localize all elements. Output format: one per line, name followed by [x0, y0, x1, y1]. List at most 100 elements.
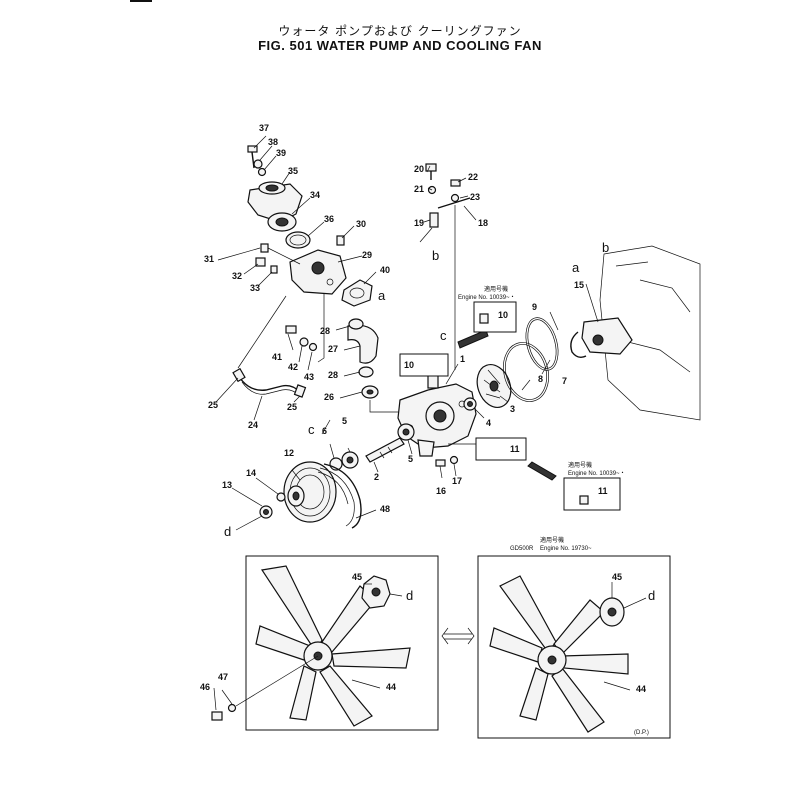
callout-24: 24: [248, 420, 258, 430]
connector-a-left: a: [378, 288, 386, 303]
connector-b-left: b: [432, 248, 439, 263]
note3-apply: 適用号機: [540, 536, 564, 544]
title-japanese: ウォータ ポンプおよび クーリングファン: [278, 24, 522, 38]
callout-15: 15: [574, 280, 584, 290]
note2-apply: 適用号機: [568, 461, 592, 469]
gasket-36: [285, 231, 311, 249]
washer-43: [308, 342, 318, 352]
washer-33: [270, 265, 278, 274]
corner-mark: [130, 0, 152, 2]
callout-26: 26: [324, 392, 334, 402]
belt-48-outer: [323, 463, 362, 529]
callout-41: 41: [272, 352, 282, 362]
callout-21: 21: [414, 184, 424, 194]
callout-4: 4: [486, 418, 491, 428]
bolt-20: [425, 163, 437, 172]
shaft-2-part: [365, 437, 405, 463]
bolt-46: [211, 711, 223, 721]
callout-43: 43: [304, 372, 314, 382]
callout-44a: 44: [386, 682, 396, 692]
callout-27: 27: [328, 344, 338, 354]
callout-8: 8: [538, 374, 543, 384]
callout-18: 18: [478, 218, 488, 228]
callout-45b: 45: [612, 572, 622, 582]
callout-box-10: [399, 353, 449, 377]
leader-lines: [213, 135, 647, 711]
connector-d-pulley: d: [224, 524, 231, 539]
callout-6: 6: [322, 426, 327, 436]
callout-17: 17: [452, 476, 462, 486]
callout-box-11: [475, 437, 527, 461]
callout-39: 39: [276, 148, 286, 158]
bracket-18: [437, 197, 471, 209]
plate-15-part: [581, 317, 633, 355]
callout-5a: 5: [342, 416, 347, 426]
callout-38: 38: [268, 137, 278, 147]
washer-23: [450, 193, 460, 203]
callout-46: 46: [200, 682, 210, 692]
callout-9: 9: [532, 302, 537, 312]
callout-22: 22: [468, 172, 478, 182]
gasket-7: [525, 317, 559, 371]
water-pump-body-1: [397, 369, 477, 457]
arrow-to-note-2: [527, 461, 557, 481]
elbow-26-part: [361, 385, 379, 399]
belt-48-inner2: [317, 471, 349, 505]
o-ring-8: [503, 342, 549, 402]
callout-47: 47: [218, 672, 228, 682]
bolt-22: [450, 179, 461, 187]
bolt-46-guide: [235, 655, 319, 707]
callout-7: 7: [562, 376, 567, 386]
bolt-16: [435, 459, 446, 467]
plug-30: [336, 235, 345, 246]
callout-45a: 45: [352, 572, 362, 582]
callout-35: 35: [288, 166, 298, 176]
bearing-5b-hole: [346, 456, 354, 464]
callout-23: 23: [470, 192, 480, 202]
callout-13: 13: [222, 480, 232, 490]
washer-42: [299, 337, 309, 347]
callout-28b: 28: [328, 370, 338, 380]
callout-33: 33: [250, 283, 260, 293]
interchange-arrow: [441, 627, 475, 645]
washer-14: [276, 492, 286, 502]
nut-13-hole: [263, 509, 269, 515]
callout-40: 40: [380, 265, 390, 275]
thermostat-cover-part: [247, 181, 303, 223]
callout-36: 36: [324, 214, 334, 224]
callout-5b: 5: [408, 454, 413, 464]
connector-d-left-fan: d: [406, 588, 413, 603]
gasket-36-inner: [289, 234, 307, 246]
callout-44b: 44: [636, 684, 646, 694]
clamp-28-lower: [358, 366, 374, 378]
bolt-32: [255, 257, 266, 267]
figure-title: FIG. 501 WATER PUMP AND COOLING FAN: [258, 38, 542, 53]
callout-11a: 11: [510, 444, 520, 454]
washer-17: [449, 455, 459, 465]
fan-pulley-12: [283, 461, 337, 523]
callout-2: 2: [374, 472, 379, 482]
callout-32: 32: [232, 271, 242, 281]
spacer-45-right: [599, 597, 625, 627]
washer-39: [257, 167, 267, 177]
connector-a-right: a: [572, 260, 580, 275]
cooling-fan-44-right: [489, 575, 629, 733]
cooling-fan-44-left: [255, 565, 411, 727]
callout-14: 14: [246, 468, 256, 478]
seal-4-hole: [467, 401, 473, 407]
note1-apply: 適用号機: [484, 285, 508, 293]
callout-48: 48: [380, 504, 390, 514]
callout-1: 1: [460, 354, 465, 364]
bearing-5a-hole: [402, 428, 410, 436]
callout-30: 30: [356, 219, 366, 229]
callout-11b: 11: [598, 486, 608, 496]
note1-engine: Engine No. 10039~・: [458, 295, 516, 301]
connector-c-lower: c: [308, 422, 315, 437]
callout-25b: 25: [287, 402, 297, 412]
note-dp: (D.P.): [634, 730, 649, 736]
connector-c-upper: c: [440, 328, 447, 343]
leader-25-long: [237, 295, 287, 369]
snap-ring-9: [570, 331, 587, 359]
callout-34: 34: [310, 190, 320, 200]
callout-3: 3: [510, 404, 515, 414]
